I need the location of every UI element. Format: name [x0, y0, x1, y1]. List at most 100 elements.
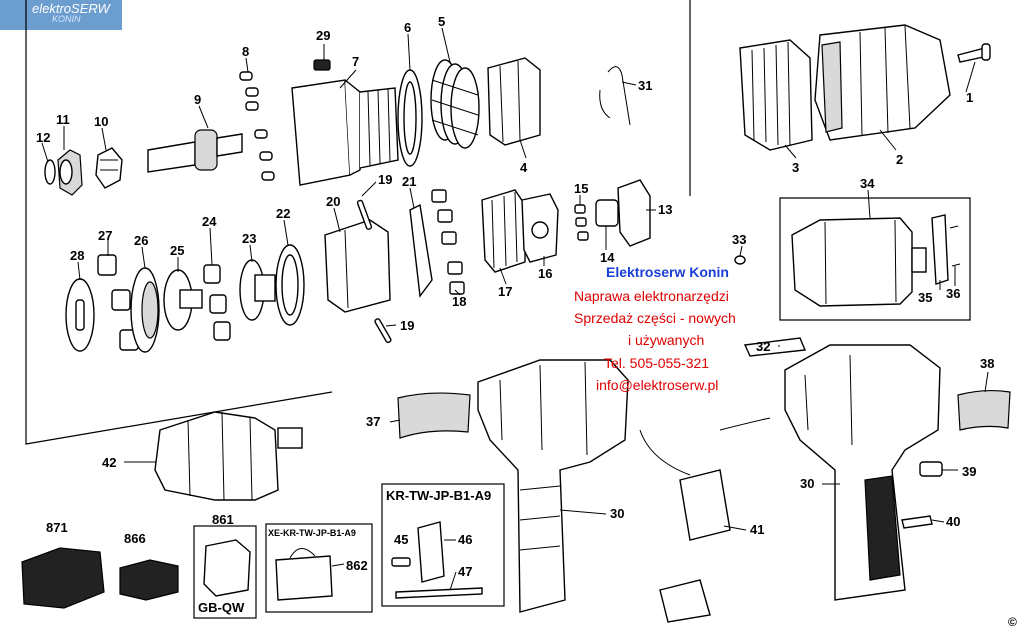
label-32: 32: [756, 339, 770, 354]
part-9-spindle: [147, 129, 243, 173]
kit-gb-qw-box: [193, 525, 257, 619]
part-34-motor: [791, 217, 927, 307]
kit-xe-box: [265, 523, 373, 613]
label-21: 21: [402, 174, 416, 189]
copyright-mark: ©: [1008, 615, 1017, 629]
label-5: 5: [438, 14, 445, 29]
label-45: 45: [394, 532, 408, 547]
part-25-sun-gear: [163, 269, 203, 331]
label-12: 12: [36, 130, 50, 145]
label-19-top: 19: [378, 172, 392, 187]
part-19-pins: [356, 199, 392, 344]
part-11-nut: [57, 149, 83, 196]
label-28: 28: [70, 248, 84, 263]
logo-name: elektroSERW: [32, 1, 110, 16]
kit-kr-label: KR-TW-JP-B1-A9: [386, 488, 491, 503]
label-861: 861: [212, 512, 234, 527]
part-3-chuck-collar: [739, 39, 813, 151]
label-46: 46: [458, 532, 472, 547]
label-862: 862: [346, 558, 368, 573]
leader-lines: [41, 27, 989, 591]
part-28-thrust-washer: [65, 278, 95, 352]
label-24: 24: [202, 214, 217, 229]
label-8: 8: [242, 44, 249, 59]
part-20-gear-sleeve: [324, 219, 391, 313]
label-25: 25: [170, 243, 184, 258]
label-17: 17: [498, 284, 512, 299]
label-37: 37: [366, 414, 380, 429]
label-30-left: 30: [610, 506, 624, 521]
part-46-belt-clip: [417, 521, 445, 583]
label-41: 41: [750, 522, 764, 537]
part-22-ring-gear: [275, 244, 305, 326]
ad-line-2: Sprzedaż części - nowych: [574, 310, 736, 326]
kit-kr-box: [381, 483, 505, 607]
label-40: 40: [946, 514, 960, 529]
label-866: 866: [124, 531, 146, 546]
part-29-screw: [313, 59, 331, 71]
part-30-housing-right: [784, 344, 941, 601]
part-17-ring-gear: [481, 189, 526, 273]
label-7: 7: [352, 54, 359, 69]
gearbox-group-frame: [25, 0, 691, 445]
label-3: 3: [792, 160, 799, 175]
part-31-wire-clip: [599, 66, 631, 126]
label-871: 871: [46, 520, 68, 535]
label-18: 18: [452, 294, 466, 309]
label-4: 4: [520, 160, 528, 175]
part-37-label: [397, 392, 471, 439]
part-labels: 1 2 3 4 5 6 7 8 9 10 11 12 13 14 15 16 1…: [36, 14, 1017, 629]
ad-title: Elektroserw Konin: [606, 264, 729, 280]
label-36: 36: [946, 286, 960, 301]
part-13-gear: [617, 179, 651, 247]
part-33-spring: [734, 255, 746, 265]
part-7-gear-housing: [291, 79, 399, 186]
part-14-gear: [595, 199, 619, 227]
shop-ad-overlay: Elektroserw Konin Naprawa elektronarzędz…: [574, 264, 736, 393]
label-27: 27: [98, 228, 112, 243]
label-6: 6: [404, 20, 411, 35]
label-15: 15: [574, 181, 588, 196]
part-36-screws: [949, 225, 961, 267]
label-10: 10: [94, 114, 108, 129]
part-21-shim: [409, 203, 433, 298]
part-5-clutch-spring: [430, 59, 480, 149]
label-47: 47: [458, 564, 472, 579]
part-15-rollers: [574, 204, 589, 241]
label-42: 42: [102, 455, 116, 470]
motor-group-frame: [779, 197, 971, 321]
label-20: 20: [326, 194, 340, 209]
part-12-circlip: [44, 159, 56, 185]
label-1: 1: [966, 90, 973, 105]
label-39: 39: [962, 464, 976, 479]
label-34: 34: [860, 176, 875, 191]
ad-line-4: Tel. 505-055-321: [604, 355, 709, 371]
kit-gb-qw-label: GB-QW: [198, 600, 245, 615]
part-10-collar: [95, 147, 123, 189]
part-30-housing-left: [477, 359, 629, 613]
kit-xe-label: XE-KR-TW-JP-B1-A9: [268, 528, 356, 538]
part-1-chuck-screw: [957, 43, 991, 63]
part-40-screw: [901, 515, 933, 529]
label-11: 11: [56, 112, 70, 127]
label-2: 2: [896, 152, 903, 167]
label-14: 14: [600, 250, 615, 265]
logo: elektroSERW KONIN: [0, 0, 122, 30]
ad-line-1: Naprawa elektronarzędzi: [574, 288, 729, 304]
part-26-planet-carrier: [130, 267, 160, 353]
part-35-fan: [931, 214, 949, 285]
part-23-planet-carrier: [239, 259, 276, 321]
part-862-bag: [275, 548, 333, 601]
part-861-case: [203, 539, 251, 597]
part-45-screw: [391, 557, 411, 567]
part-18-rollers: [431, 189, 465, 295]
label-30-right: 30: [800, 476, 814, 491]
label-38: 38: [980, 356, 994, 371]
part-32-switch-lever: [743, 337, 807, 357]
label-22: 22: [276, 206, 290, 221]
label-16: 16: [538, 266, 552, 281]
label-33: 33: [732, 232, 746, 247]
part-6-washer: [397, 69, 423, 167]
part-38-label: [957, 389, 1011, 431]
part-4-adjusting-ring: [487, 57, 541, 146]
